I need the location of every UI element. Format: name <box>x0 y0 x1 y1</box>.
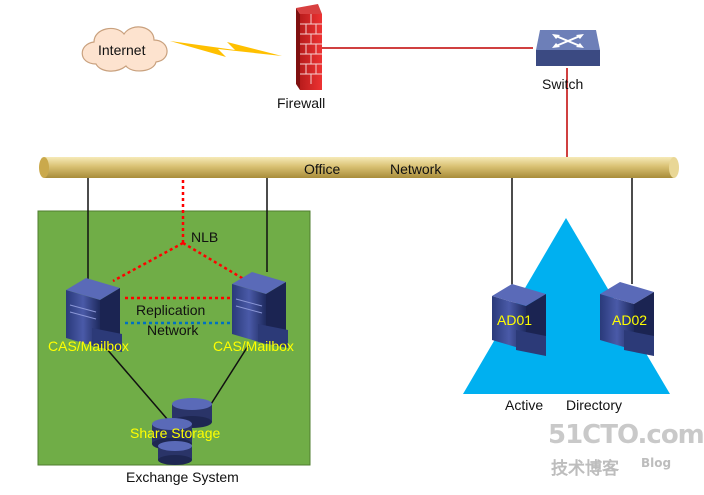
ad02-server-icon <box>600 282 654 356</box>
firewall-icon <box>296 4 322 90</box>
wan-lightning-link <box>170 41 282 57</box>
watermark-site: 51CTO.com <box>548 420 704 450</box>
cas-mailbox-right-label: CAS/Mailbox <box>213 338 294 354</box>
nlb-links <box>112 180 248 283</box>
firewall-label: Firewall <box>277 95 326 111</box>
active-directory-label-left: Active <box>505 397 544 413</box>
office-network-label-left: Office <box>304 161 341 177</box>
nlb-label: NLB <box>191 229 219 245</box>
watermark-blog: Blog <box>641 456 672 470</box>
switch-icon <box>536 30 600 66</box>
active-directory-triangle <box>463 218 670 394</box>
share-storage-icon <box>152 398 212 465</box>
storage-link-left <box>105 347 169 421</box>
ad01-label: AD01 <box>497 312 533 328</box>
storage-link-right <box>205 345 249 413</box>
office-network-label-right: Network <box>390 161 442 177</box>
exchange-system-label: Exchange System <box>126 469 239 485</box>
switch-label: Switch <box>542 76 584 92</box>
cas-mailbox-server-left-icon <box>66 278 122 352</box>
active-directory-label-right: Directory <box>566 397 623 413</box>
replication-label: Replication <box>136 302 206 318</box>
office-network-bus <box>39 157 679 178</box>
internet-cloud-icon <box>81 26 168 72</box>
internet-label: Internet <box>98 42 146 58</box>
cas-mailbox-left-label: CAS/Mailbox <box>48 338 129 354</box>
ad01-server-icon <box>492 284 546 356</box>
replication-network-label: Network <box>147 322 199 338</box>
cas-mailbox-server-right-icon <box>232 272 288 348</box>
ad02-label: AD02 <box>612 312 648 328</box>
watermark-chinese: 技术博客 <box>551 459 619 479</box>
share-storage-label: Share Storage <box>130 425 221 441</box>
